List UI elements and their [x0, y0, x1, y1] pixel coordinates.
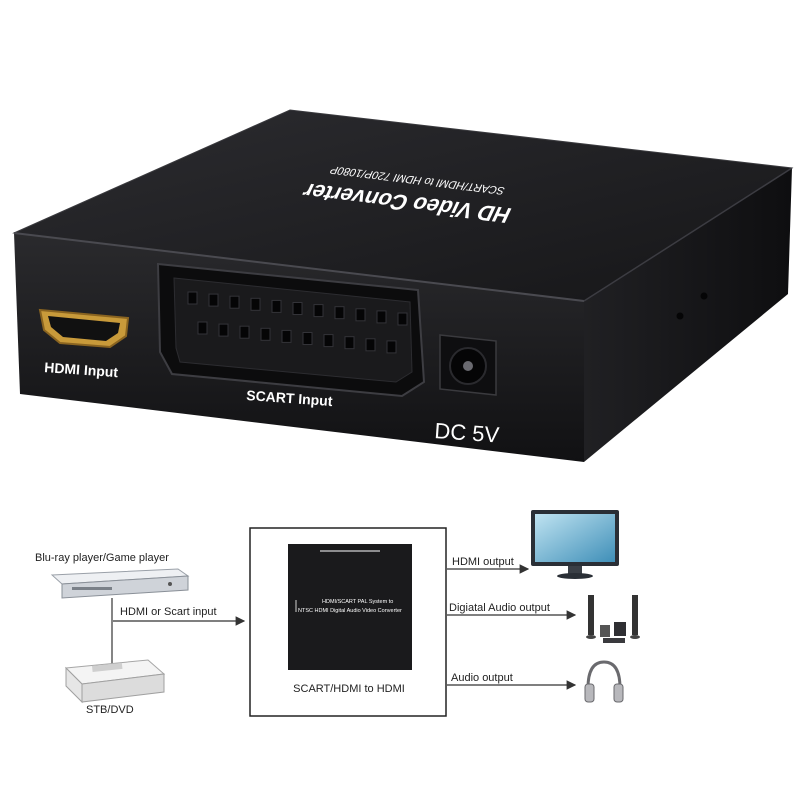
device-caption: SCART/HDMI to HDMI: [293, 683, 405, 695]
stb-box-icon: [64, 659, 166, 704]
scart-pin: [260, 327, 271, 341]
scart-pin: [271, 299, 282, 313]
hdmi-input-label: HDMI Input: [44, 359, 119, 380]
output-hdmi-label: HDMI output: [452, 556, 514, 568]
scart-pin: [292, 302, 303, 315]
device-top-view: [288, 544, 412, 670]
scart-pin: [281, 329, 292, 343]
screw-icon: [676, 312, 684, 320]
scart-pin: [218, 323, 229, 337]
scart-pin: [187, 291, 198, 305]
scart-pin: [323, 334, 334, 348]
scart-pin: [397, 312, 408, 326]
monitor-icon: [531, 510, 619, 579]
device-text-line2: NTSC HDMI Digital Audio Video Converter: [298, 608, 402, 614]
scart-pin: [229, 295, 240, 309]
output-audio-label: Audio output: [451, 672, 513, 684]
scart-pin: [386, 340, 397, 354]
scart-pin: [334, 306, 345, 320]
source-top-label: Blu-ray player/Game player: [35, 552, 169, 564]
speaker-system-icon: [586, 595, 640, 643]
headphones-icon: [584, 660, 624, 703]
converter-box: [12, 109, 794, 462]
input-arrow-label: HDMI or Scart input: [120, 606, 217, 618]
hdmi-port-icon: [38, 308, 130, 349]
scart-pins: [187, 291, 408, 354]
dc-jack-icon: [439, 334, 497, 396]
device-text-line1: HDMI/SCART PAL System to: [322, 599, 393, 605]
scart-pin: [197, 321, 208, 335]
connection-diagram: Blu-ray player/Game player HDMI or Scart…: [35, 510, 640, 717]
dc-5v-label: DC 5V: [434, 418, 501, 447]
scart-pin: [376, 310, 387, 324]
scart-input-label: SCART Input: [246, 387, 334, 409]
scart-port-icon: [156, 262, 426, 398]
scart-pin: [239, 325, 250, 339]
scart-pin: [365, 338, 376, 352]
scart-pin: [355, 308, 366, 322]
screw-icon: [700, 292, 708, 300]
scart-pin: [313, 304, 324, 318]
scart-pin: [250, 297, 261, 311]
bluray-player-icon: [50, 568, 190, 599]
scart-pin: [344, 336, 355, 350]
scart-pin: [208, 293, 219, 307]
output-digital-audio-label: Digiatal Audio output: [449, 602, 550, 614]
scart-pin: [302, 332, 313, 345]
source-bottom-label: STB/DVD: [86, 704, 134, 716]
